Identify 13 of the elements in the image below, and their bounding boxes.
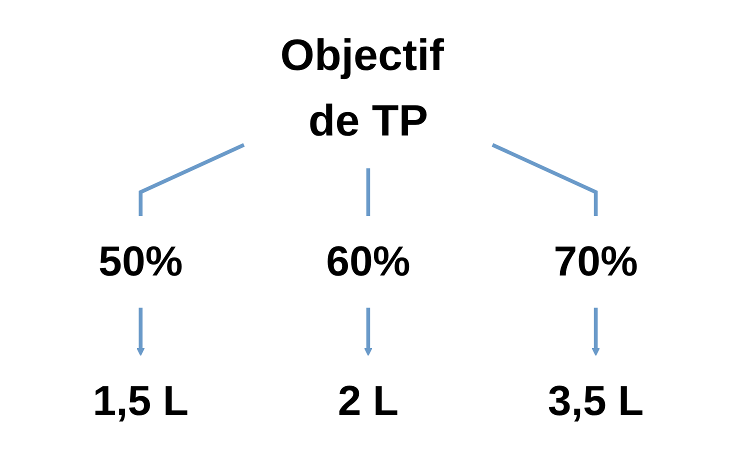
node-text: 60% bbox=[326, 238, 411, 285]
node-text: 2 L bbox=[338, 378, 399, 424]
node-text: 70% bbox=[554, 238, 638, 285]
node-text: 50% bbox=[98, 238, 184, 285]
arrow bbox=[364, 308, 373, 356]
connector bbox=[492, 143, 598, 216]
node-text: 1,5 L bbox=[92, 378, 189, 424]
node-text: Objectif de TP bbox=[280, 30, 444, 146]
node-text: 3,5 L bbox=[548, 378, 644, 424]
arrow bbox=[592, 308, 600, 356]
arrow bbox=[136, 308, 146, 356]
connector bbox=[139, 143, 246, 216]
connector bbox=[366, 168, 370, 216]
